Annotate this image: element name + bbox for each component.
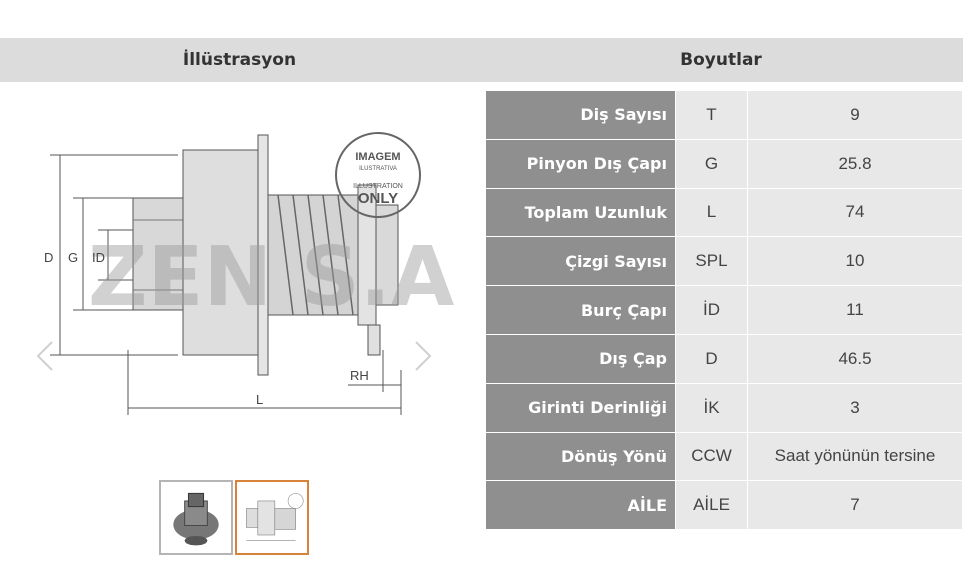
spec-value: 3 bbox=[747, 382, 963, 433]
illustrative-stamp: IMAGEM ILUSTRATIVA ILLUSTRATION ONLY bbox=[335, 132, 421, 218]
next-image-arrow[interactable] bbox=[410, 338, 436, 374]
spec-label: Dönüş Yönü bbox=[485, 431, 676, 482]
dim-label-d: D bbox=[44, 250, 53, 265]
dim-label-rh: RH bbox=[350, 368, 369, 383]
spec-value: 74 bbox=[747, 187, 963, 238]
spec-value: 7 bbox=[747, 480, 963, 531]
spec-code: İK bbox=[675, 382, 748, 433]
watermark-text: ZEN S.A. bbox=[88, 230, 458, 325]
stamp-line3: ILLUSTRATION bbox=[353, 183, 403, 190]
spec-code: CCW bbox=[675, 431, 748, 482]
spec-value: 10 bbox=[747, 236, 963, 287]
spec-code: G bbox=[675, 138, 748, 189]
spec-label: AİLE bbox=[485, 480, 676, 531]
spec-code: D bbox=[675, 333, 748, 384]
header-bar: İllüstrasyon Boyutlar bbox=[0, 38, 963, 82]
spec-value: 9 bbox=[747, 90, 963, 140]
spec-value: 25.8 bbox=[747, 138, 963, 189]
spec-code: İD bbox=[675, 285, 748, 335]
spec-value: Saat yönünün tersine bbox=[747, 431, 963, 482]
technical-drawing: ZEN S.A. IMAGEM ILUSTRATIVA ILLUSTRATION… bbox=[28, 110, 487, 430]
spec-label: Burç Çapı bbox=[485, 285, 676, 335]
dimensions-heading: Boyutlar bbox=[680, 50, 762, 70]
thumbnail-photo[interactable] bbox=[159, 480, 233, 555]
spec-code: SPL bbox=[675, 236, 748, 287]
spec-label: Toplam Uzunluk bbox=[485, 187, 676, 238]
thumbnail-strip bbox=[159, 480, 309, 555]
spec-code: L bbox=[675, 187, 748, 238]
illustration-heading: İllüstrasyon bbox=[182, 50, 297, 70]
spec-value: 11 bbox=[747, 285, 963, 335]
previous-image-arrow[interactable] bbox=[32, 338, 58, 374]
stamp-line1: IMAGEM bbox=[355, 151, 400, 163]
dim-label-id: ID bbox=[92, 250, 105, 265]
dim-label-g: G bbox=[68, 250, 78, 265]
thumbnail-drawing[interactable] bbox=[235, 480, 309, 555]
spec-label: Diş Sayısı bbox=[485, 90, 676, 140]
spec-label: Çizgi Sayısı bbox=[485, 236, 676, 287]
stamp-line4: ONLY bbox=[358, 190, 398, 207]
spec-label: Pinyon Dış Çapı bbox=[485, 138, 676, 189]
spec-code: T bbox=[675, 90, 748, 140]
dim-label-l: L bbox=[256, 392, 263, 407]
stamp-line2: ILUSTRATIVA bbox=[359, 166, 397, 172]
spec-code: AİLE bbox=[675, 480, 748, 531]
spec-label: Girinti Derinliği bbox=[485, 382, 676, 433]
spec-value: 46.5 bbox=[747, 333, 963, 384]
spec-label: Dış Çap bbox=[485, 333, 676, 384]
